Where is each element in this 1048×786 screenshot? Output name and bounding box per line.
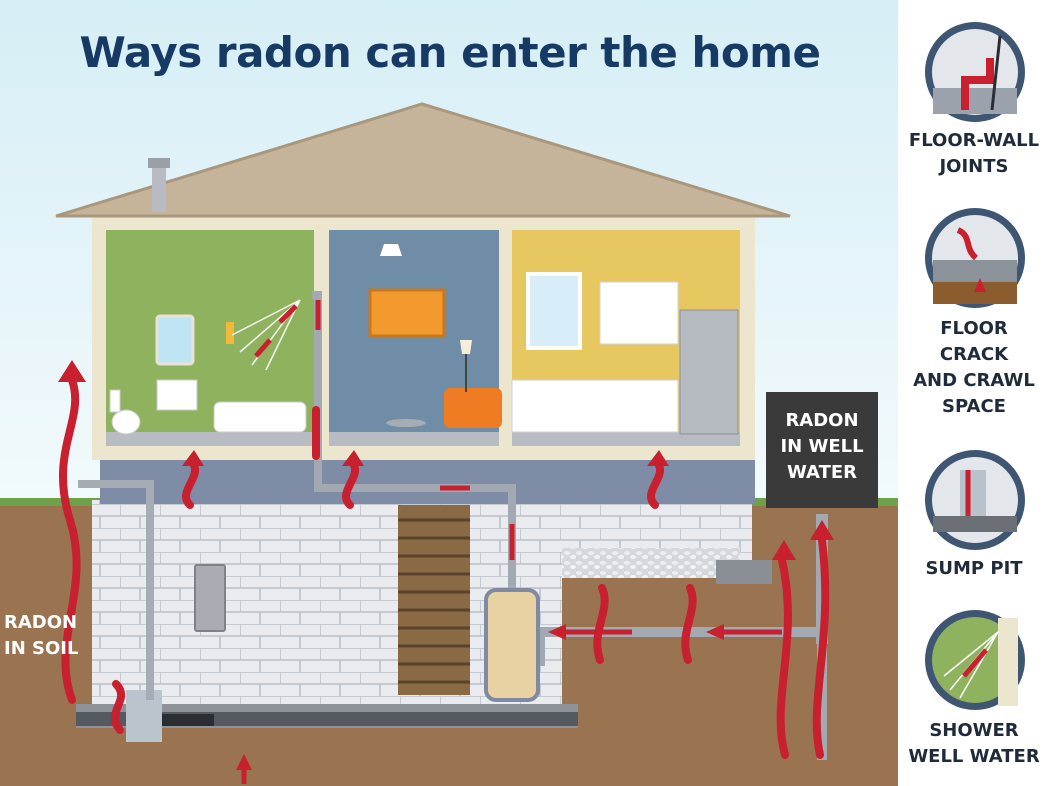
- sidebar-label-line: CRACK: [939, 344, 1009, 365]
- radon-in-soil-line: RADON: [4, 612, 78, 633]
- living-room-floor: [329, 432, 499, 446]
- refrigerator: [679, 309, 739, 435]
- bathtub: [213, 401, 307, 433]
- soil-vent-pipe: [78, 480, 154, 700]
- kitchen-window: [526, 272, 582, 350]
- floor-joist: [100, 458, 755, 504]
- pipe-flow-arrows: [241, 300, 782, 784]
- toilet: [111, 409, 141, 435]
- sidebar-item-floor-crack: FLOOR CRACK AND CRAWL SPACE: [900, 316, 1048, 420]
- roof-vent-cap: [148, 158, 170, 168]
- floor-crack-icon: [925, 208, 1025, 308]
- radon-in-well-water-line: WATER: [786, 462, 857, 483]
- sidebar-label-line: AND CRAWL: [913, 370, 1035, 391]
- sidebar-item-sump-pit: SUMP PIT: [900, 556, 1048, 582]
- towel: [226, 322, 234, 344]
- bathroom-floor: [106, 432, 314, 446]
- armchair: [444, 388, 502, 428]
- basement-wall: [92, 500, 562, 708]
- sidebar-label-line: SPACE: [942, 396, 1006, 417]
- sidebar-label-line: SUMP PIT: [925, 558, 1023, 579]
- toilet-tank: [109, 389, 121, 413]
- water-heater: [484, 588, 540, 702]
- sump-pit: [126, 690, 162, 742]
- radon-arrows: [58, 376, 830, 759]
- radon-in-soil-line: IN SOIL: [4, 638, 79, 659]
- side-table: [386, 419, 426, 427]
- radon-arrow-soil: [58, 376, 81, 704]
- bathroom-mirror: [155, 314, 195, 366]
- sidebar-item-floor-wall-joints: FLOOR-WALL JOINTS: [900, 128, 1048, 180]
- wall-art: [368, 288, 446, 338]
- shower-well-water-icon: [925, 610, 1025, 710]
- radon-arrowheads: [58, 360, 834, 770]
- radon-in-well-water-label: RADON IN WELL WATER: [770, 408, 874, 486]
- floor-wall-joint-icon: [925, 22, 1025, 122]
- sidebar-label-line: WELL WATER: [908, 746, 1040, 767]
- sidebar-label-line: FLOOR: [940, 318, 1008, 339]
- page-title: Ways radon can enter the home: [79, 28, 821, 77]
- sidebar-label-line: SHOWER: [929, 720, 1019, 741]
- stair-treads: [398, 518, 470, 684]
- crawl-space-gravel: [562, 548, 740, 578]
- crawl-ledge: [716, 560, 772, 584]
- lower-cabinets: [511, 379, 679, 433]
- upper-cabinets: [599, 281, 679, 345]
- sidebar-item-shower-well-water: SHOWER WELL WATER: [900, 718, 1048, 770]
- drain-tile: [162, 714, 214, 726]
- radon-in-soil-label: RADON IN SOIL: [4, 610, 104, 662]
- well-water-sign: [766, 392, 878, 508]
- roof-vent: [152, 168, 166, 212]
- sidebar-label-line: JOINTS: [939, 156, 1009, 177]
- basement-stairs: [398, 505, 470, 695]
- roof: [55, 102, 791, 218]
- radon-in-well-water-line: IN WELL: [780, 436, 864, 457]
- electrical-panel: [194, 564, 226, 632]
- sidebar-label-line: FLOOR-WALL: [908, 130, 1040, 151]
- sump-pit-icon: [925, 450, 1025, 550]
- bathroom-vanity: [156, 379, 198, 411]
- floor-lamp: [460, 340, 472, 354]
- pendant-lamp: [380, 244, 402, 256]
- radon-in-well-water-line: RADON: [785, 410, 859, 431]
- kitchen-floor: [512, 432, 740, 446]
